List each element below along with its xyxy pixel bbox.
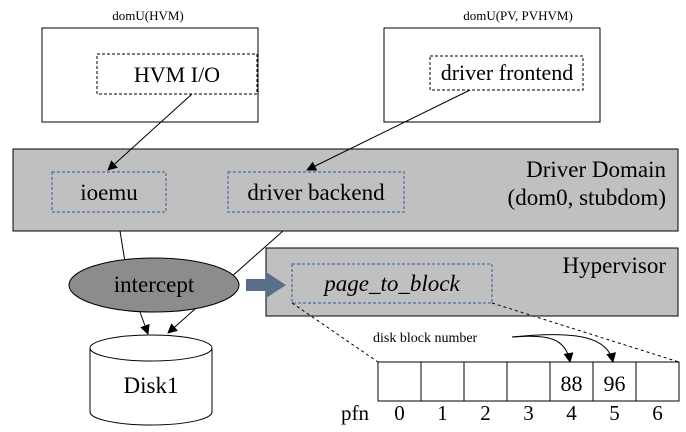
pfn-label-5: 5 [609, 401, 620, 425]
driver-frontend-dashed-box [429, 55, 584, 91]
pfn-label-1: 1 [437, 401, 448, 425]
page-to-block-label: page_to_block [322, 271, 460, 296]
driver-frontend-label: driver frontend [441, 60, 574, 85]
hvm-io-dashed-box [96, 53, 258, 95]
intercept-ellipse [68, 257, 240, 313]
annotation-arrow-to-88 [511, 335, 574, 363]
disk-cylinder-top [89, 334, 213, 362]
block-cell-2 [463, 361, 508, 402]
pfn-label-3: 3 [523, 401, 534, 425]
pfn-label-0: 0 [394, 401, 405, 425]
pfn-label-6: 6 [652, 401, 663, 425]
zoom-line-left [291, 302, 379, 363]
hvm-io-label: HVM I/O [134, 62, 220, 87]
intercept-to-hypervisor-arrow [246, 272, 286, 298]
block-cell-6 [635, 361, 680, 402]
pfn-label-4: 4 [566, 401, 577, 425]
block-cell-3 [506, 361, 551, 402]
hypervisor-title: Hypervisor [563, 253, 667, 278]
ioemu-dashed-box [51, 171, 167, 213]
ioemu-label: ioemu [80, 180, 138, 205]
pfn-label-2: 2 [480, 401, 491, 425]
driver-domain-box [12, 148, 679, 232]
block-table: 0 1 2 3 88 4 96 5 6 [377, 361, 680, 425]
hypervisor-box [265, 247, 679, 317]
driver-backend-label: driver backend [247, 180, 385, 205]
pfn-row-label: pfn [341, 401, 369, 425]
arrow-frontend-to-backend [306, 89, 471, 171]
zoom-line-right [491, 302, 680, 363]
block-cell-0 [377, 361, 422, 402]
domu-pv-caption: domU(PV, PVHVM) [463, 8, 573, 23]
intercept-label: intercept [114, 272, 195, 297]
block-cell-value-5: 96 [604, 371, 626, 396]
domu-hvm-box [41, 27, 259, 123]
arrow-intercept-to-disk-left [139, 311, 150, 335]
line-ioemu-to-intercept [119, 230, 126, 263]
driver-domain-title-line1: Driver Domain [526, 157, 666, 182]
disk-cylinder-body [89, 348, 213, 426]
page-to-block-dashed-box [291, 263, 493, 304]
disk-block-number-annotation: disk block number [373, 331, 478, 346]
domu-pv-box [383, 27, 601, 123]
domu-hvm-caption: domU(HVM) [112, 8, 184, 23]
annotation-arrow-to-96 [511, 334, 617, 363]
driver-domain-title-line2: (dom0, stubdom) [508, 185, 666, 210]
block-cell-1 [420, 361, 465, 402]
driver-backend-dashed-box [227, 171, 405, 213]
arrow-hvm-io-to-ioemu [107, 93, 193, 171]
disk-label: Disk1 [124, 373, 179, 398]
block-cell-value-4: 88 [561, 371, 583, 396]
